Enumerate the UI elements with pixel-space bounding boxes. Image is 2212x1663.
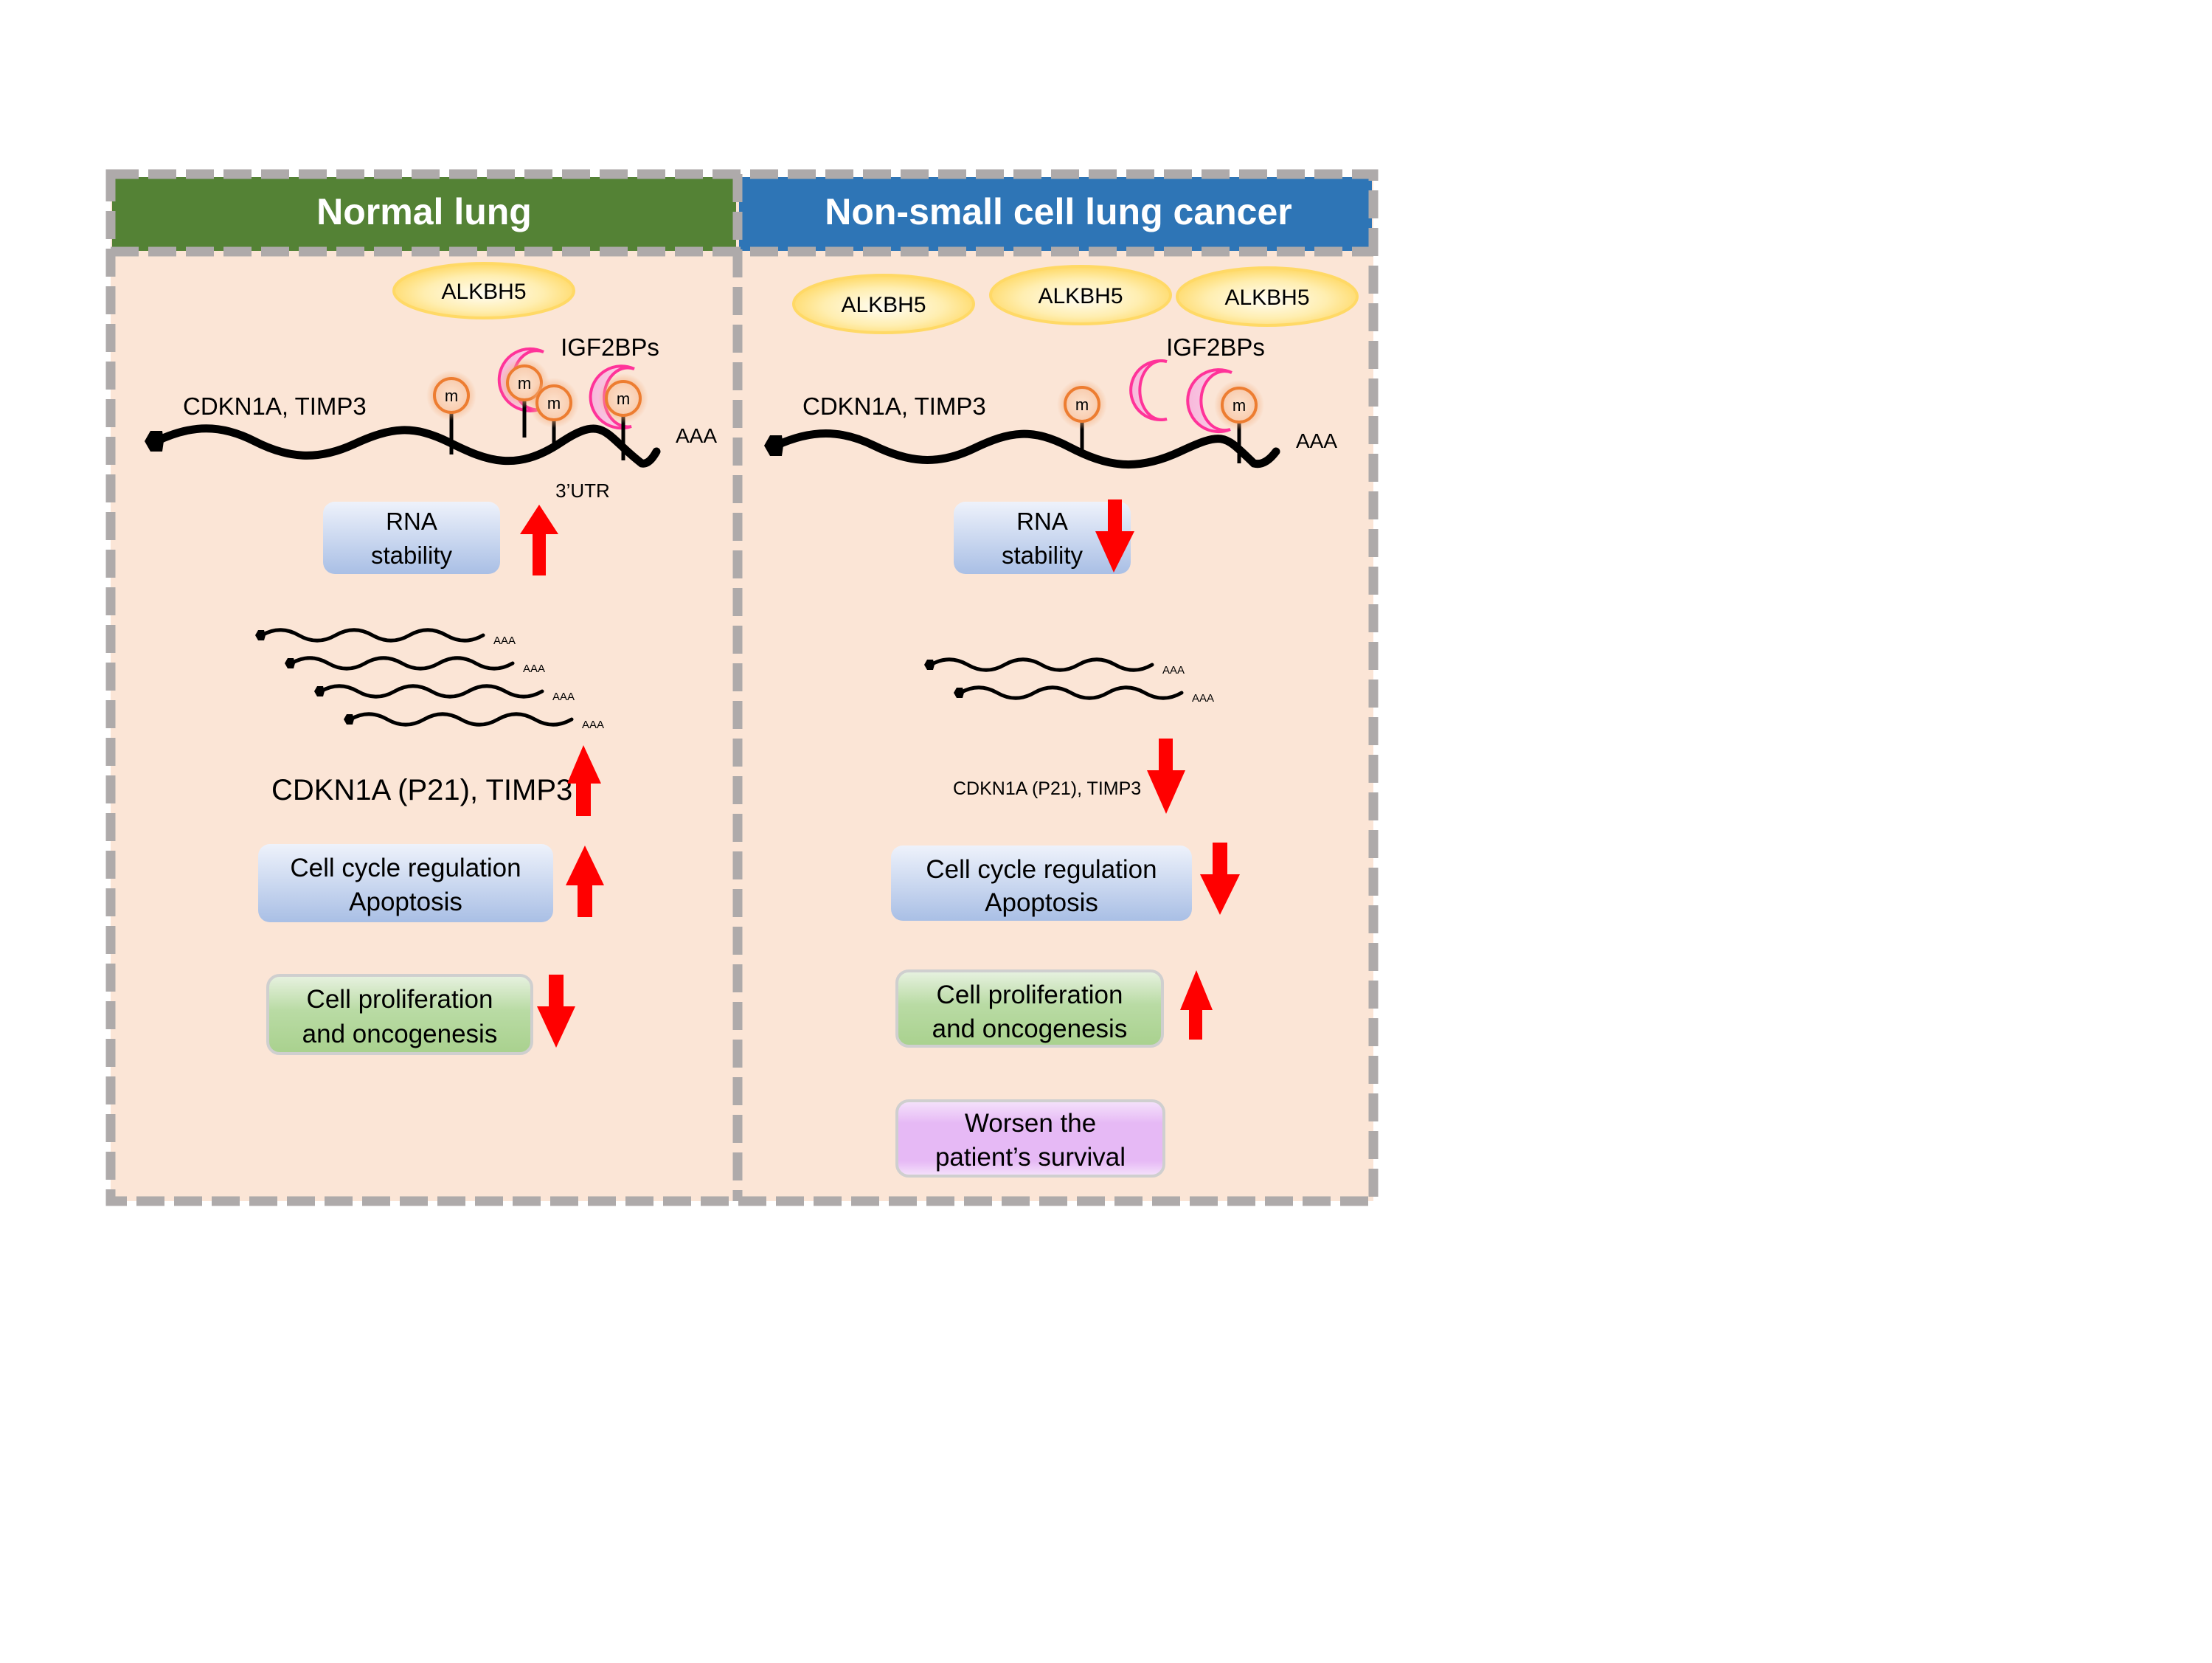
gene-label: CDKN1A, TIMP3 [802, 393, 986, 420]
utr-label: 3’UTR [555, 480, 610, 502]
polya-label: AAA [1296, 429, 1337, 452]
alkbh5-oval: ALKBH5 [792, 274, 975, 334]
igf2bps-label: IGF2BPs [1166, 333, 1265, 361]
proliferation-box: Cell proliferation and oncogenesis [895, 969, 1164, 1048]
svg-text:ALKBH5: ALKBH5 [1038, 284, 1123, 308]
up-arrow-icon [567, 745, 601, 816]
svg-text:stability: stability [1002, 542, 1084, 569]
mrna-transcript: AAA [285, 656, 545, 675]
polya-label: AAA [676, 424, 717, 447]
svg-text:and oncogenesis: and oncogenesis [932, 1014, 1128, 1043]
expression-label: CDKN1A (P21), TIMP3 [953, 778, 1141, 799]
cell-cycle-box: Cell cycle regulation Apoptosis [258, 844, 553, 922]
mrna-transcript: AAA [954, 685, 1214, 705]
down-arrow-icon [1095, 499, 1134, 573]
igf2bps-label: IGF2BPs [561, 333, 659, 361]
normal-lung-title: Normal lung [316, 191, 532, 232]
m6a-mark: m [598, 373, 648, 460]
mrna-cap-icon [924, 660, 935, 670]
mrna-cap-icon [764, 435, 783, 456]
m6a-mark: m [1057, 379, 1107, 456]
mrna-cap-icon [344, 714, 354, 725]
mrna-transcript: AAA [344, 712, 604, 731]
m6a-mark: m [1214, 380, 1264, 463]
svg-text:and oncogenesis: and oncogenesis [302, 1020, 498, 1048]
mrna-cap-icon [314, 686, 325, 696]
polya-label: AAA [1162, 664, 1185, 677]
normal-lung-panel: ALKBH5 IGF2BPs CDKN1A, TIMP3 AAA 3’UTR m… [145, 262, 717, 1055]
down-arrow-icon [537, 975, 575, 1048]
mrna-cap-icon [255, 630, 266, 640]
svg-text:m: m [547, 394, 561, 412]
up-arrow-icon [520, 505, 558, 575]
mrna-cap-icon [285, 658, 295, 668]
nsclc-title: Non-small cell lung cancer [825, 191, 1292, 232]
svg-text:Cell cycle regulation: Cell cycle regulation [290, 854, 521, 882]
down-arrow-icon [1200, 843, 1240, 915]
alkbh5-oval: ALKBH5 [1176, 266, 1359, 327]
rna-stability-box: RNA stability [954, 502, 1131, 574]
survival-box: Worsen the patient’s survival [895, 1099, 1165, 1178]
svg-text:stability: stability [371, 542, 453, 569]
mrna-transcript: AAA [924, 657, 1185, 677]
normal-lung-header [112, 177, 736, 251]
dashed-frame [105, 169, 1379, 1206]
mrna-cap-icon [954, 688, 964, 698]
svg-text:Apoptosis: Apoptosis [349, 888, 462, 916]
svg-text:patient’s survival: patient’s survival [935, 1143, 1126, 1172]
alkbh5-oval: ALKBH5 [392, 262, 575, 319]
expression-label: CDKN1A (P21), TIMP3 [271, 774, 572, 806]
polya-label: AAA [493, 635, 516, 647]
svg-text:RNA: RNA [386, 508, 437, 535]
svg-text:Apoptosis: Apoptosis [985, 888, 1098, 917]
igf2bp-icon [1129, 359, 1168, 421]
svg-text:m: m [617, 390, 630, 408]
mrna-transcript: AAA [314, 684, 575, 703]
proliferation-box: Cell proliferation and oncogenesis [266, 974, 533, 1055]
up-arrow-icon [566, 846, 604, 917]
svg-text:ALKBH5: ALKBH5 [841, 293, 926, 317]
m6a-mark: m [529, 378, 579, 447]
svg-text:ALKBH5: ALKBH5 [1224, 286, 1309, 310]
m6a-mark: m [426, 370, 476, 454]
polya-label: AAA [582, 719, 604, 731]
svg-text:Worsen the: Worsen the [965, 1109, 1096, 1138]
svg-text:Cell cycle regulation: Cell cycle regulation [926, 855, 1157, 884]
svg-text:Cell proliferation: Cell proliferation [307, 985, 493, 1014]
nsclc-header [739, 177, 1372, 251]
svg-text:Cell proliferation: Cell proliferation [937, 981, 1123, 1009]
igf2bp-icon [1186, 368, 1232, 434]
polya-label: AAA [552, 691, 575, 703]
nsclc-panel: ALKBH5 ALKBH5 ALKBH5 IGF2BPs CDKN1A, TIM… [764, 265, 1359, 1178]
svg-text:RNA: RNA [1016, 508, 1068, 535]
svg-text:m: m [518, 374, 531, 393]
mrna-transcript: AAA [255, 628, 516, 647]
svg-text:m: m [1075, 395, 1089, 414]
rna-stability-box: RNA stability [323, 502, 500, 574]
alkbh5-oval: ALKBH5 [989, 265, 1172, 325]
polya-label: AAA [1192, 692, 1214, 705]
transcript-stack: AAA AAA [924, 657, 1214, 705]
up-arrow-icon [1180, 970, 1213, 1040]
alkbh5-label: ALKBH5 [441, 280, 526, 304]
transcript-stack: AAA AAA AAA AAA [255, 628, 604, 731]
svg-text:m: m [1232, 396, 1246, 415]
polya-label: AAA [523, 663, 545, 675]
gene-label: CDKN1A, TIMP3 [183, 393, 367, 420]
cell-cycle-box: Cell cycle regulation Apoptosis [891, 846, 1192, 921]
svg-text:m: m [445, 387, 458, 405]
mrna-cap-icon [145, 431, 164, 452]
down-arrow-icon [1147, 739, 1185, 814]
